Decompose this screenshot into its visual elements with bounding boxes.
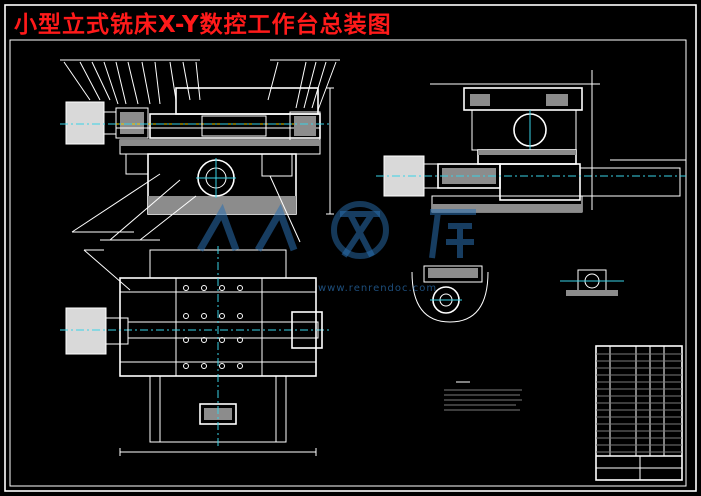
side-section-view [376, 70, 686, 213]
stepper-motor-plan [65, 307, 107, 355]
detail-view-bearing [560, 269, 624, 296]
technical-requirements-note [444, 381, 522, 411]
drawing-title: 小型立式铣床X-Y数控工作台总装图 [14, 12, 392, 38]
drawing-inner-frame [9, 39, 687, 487]
watermark-url: www.renrendoc.com [318, 283, 438, 294]
detail-view-nut [411, 265, 489, 323]
title-block-parts-list [595, 345, 683, 481]
stepper-motor-x [65, 101, 105, 145]
front-section-view [60, 59, 340, 243]
plan-view [60, 246, 330, 456]
watermark-logo [196, 201, 476, 259]
drawing-border [4, 4, 697, 492]
